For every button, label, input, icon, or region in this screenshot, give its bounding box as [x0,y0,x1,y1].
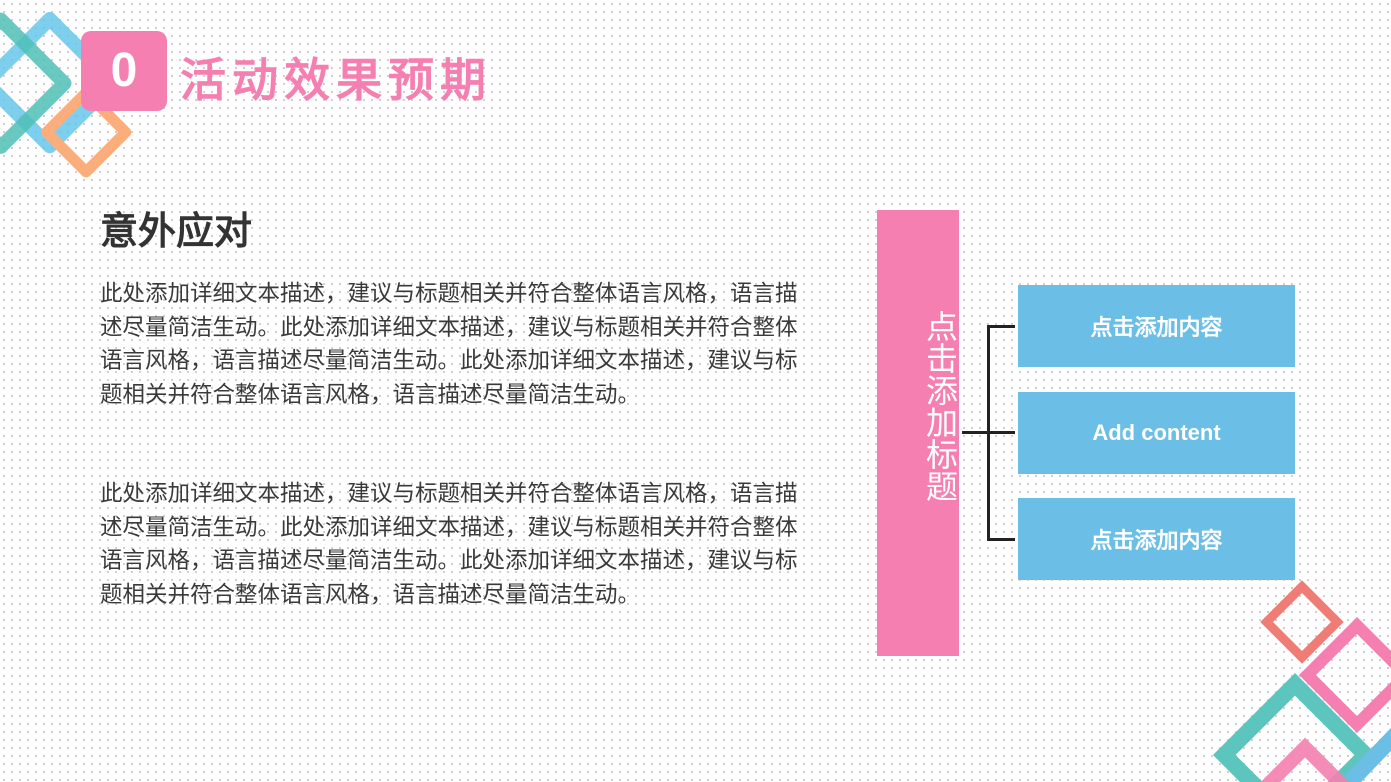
content-box-label: Add content [1092,420,1221,445]
connector-branch-2 [987,431,1015,434]
body-paragraph-2: 此处添加详细文本描述，建议与标题相关并符合整体语言风格，语言描述尽量简洁生动。此… [100,481,798,607]
body-paragraph-1: 此处添加详细文本描述，建议与标题相关并符合整体语言风格，语言描述尽量简洁生动。此… [100,281,798,407]
diagram-title-bar[interactable]: 点击添加标题 [877,210,959,656]
connector-branch-3 [987,538,1015,541]
content-box-label: 点击添加内容 [1090,528,1223,553]
connector-branch-1 [987,325,1015,328]
bottom-right-diamond-decoration [1212,580,1391,782]
page-title: 活动效果预期 [180,54,492,106]
content-box-1[interactable]: 点击添加内容 [1018,285,1295,367]
section-number-badge: 0 [81,31,167,111]
content-box-3[interactable]: 点击添加内容 [1018,498,1295,580]
content-box-2[interactable]: Add content [1018,392,1295,474]
connector-stem [962,431,988,434]
diagram-title: 点击添加标题 [922,310,958,502]
content-box-label: 点击添加内容 [1090,315,1223,340]
section-subheading: 意外应对 [100,211,253,253]
